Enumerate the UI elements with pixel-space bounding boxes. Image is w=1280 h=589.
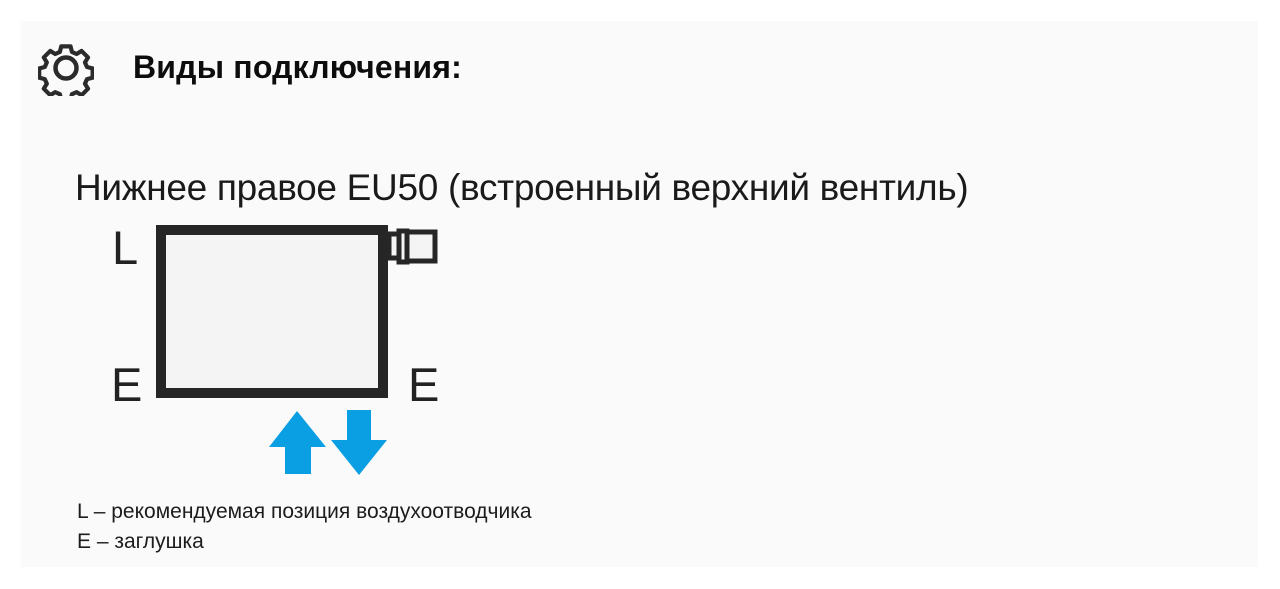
legend-item-air-vent: L – рекомендуемая позиция воздухоотводчи… <box>77 500 532 523</box>
section-heading: Виды подключения: <box>133 49 463 85</box>
legend-item-plug: E – заглушка <box>77 530 204 553</box>
radiator-body <box>156 225 388 398</box>
flow-down-arrow-icon <box>331 410 387 475</box>
label-plug-right: E <box>408 358 440 411</box>
connection-type-title: Нижнее правое EU50 (встроенный верхний в… <box>75 167 969 208</box>
gear-icon <box>38 44 94 96</box>
label-air-vent-position: L <box>112 221 139 274</box>
valve-icon <box>386 228 438 265</box>
flow-up-arrow-icon <box>269 411 326 474</box>
legend: L – рекомендуемая позиция воздухоотводчи… <box>77 497 532 557</box>
label-plug-left: E <box>111 358 143 411</box>
